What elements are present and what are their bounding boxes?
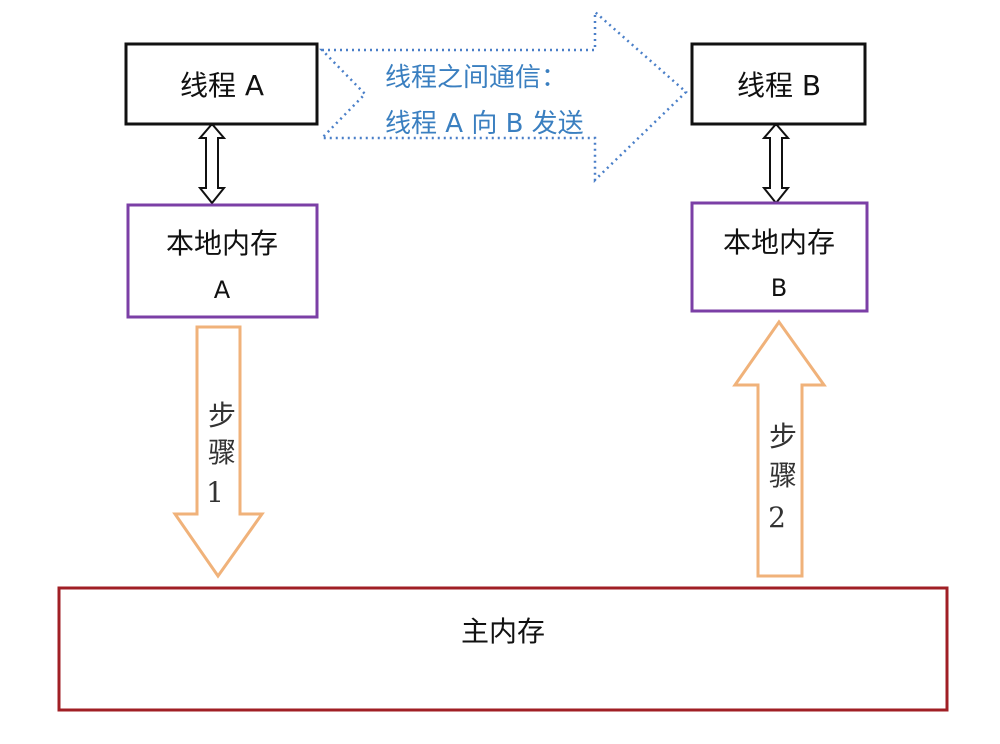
main-memory-box bbox=[57, 586, 949, 712]
thread-b-label: 线程 B bbox=[737, 69, 821, 102]
local-memory-b-line2: B bbox=[771, 274, 787, 302]
thread-b-box bbox=[690, 42, 867, 126]
local-memory-b-box bbox=[690, 201, 869, 313]
step1-char2: 骤 bbox=[208, 436, 236, 469]
step1-num: 1 bbox=[206, 476, 224, 509]
step2-char1: 步 bbox=[769, 420, 797, 453]
step1-char1: 步 bbox=[208, 399, 236, 432]
step1-arrow bbox=[172, 325, 265, 579]
local-memory-a-line2: A bbox=[214, 276, 231, 304]
communication-label-line1: 线程之间通信： bbox=[385, 63, 567, 93]
local-memory-b-line1: 本地内存 bbox=[723, 226, 835, 259]
step2-arrow bbox=[732, 319, 827, 578]
local-memory-a-line1: 本地内存 bbox=[166, 227, 278, 260]
main-memory-label: 主内存 bbox=[461, 615, 545, 648]
double-arrow-a bbox=[197, 122, 227, 205]
local-memory-a-box bbox=[126, 203, 319, 319]
double-arrow-b bbox=[761, 122, 791, 205]
thread-a-box bbox=[124, 42, 319, 126]
thread-a-label: 线程 A bbox=[180, 69, 264, 102]
communication-label-line2: 线程 A 向 B 发送 bbox=[385, 109, 584, 139]
step2-num: 2 bbox=[768, 501, 786, 534]
communication-arrow bbox=[319, 9, 688, 183]
step2-char2: 骤 bbox=[769, 459, 797, 492]
